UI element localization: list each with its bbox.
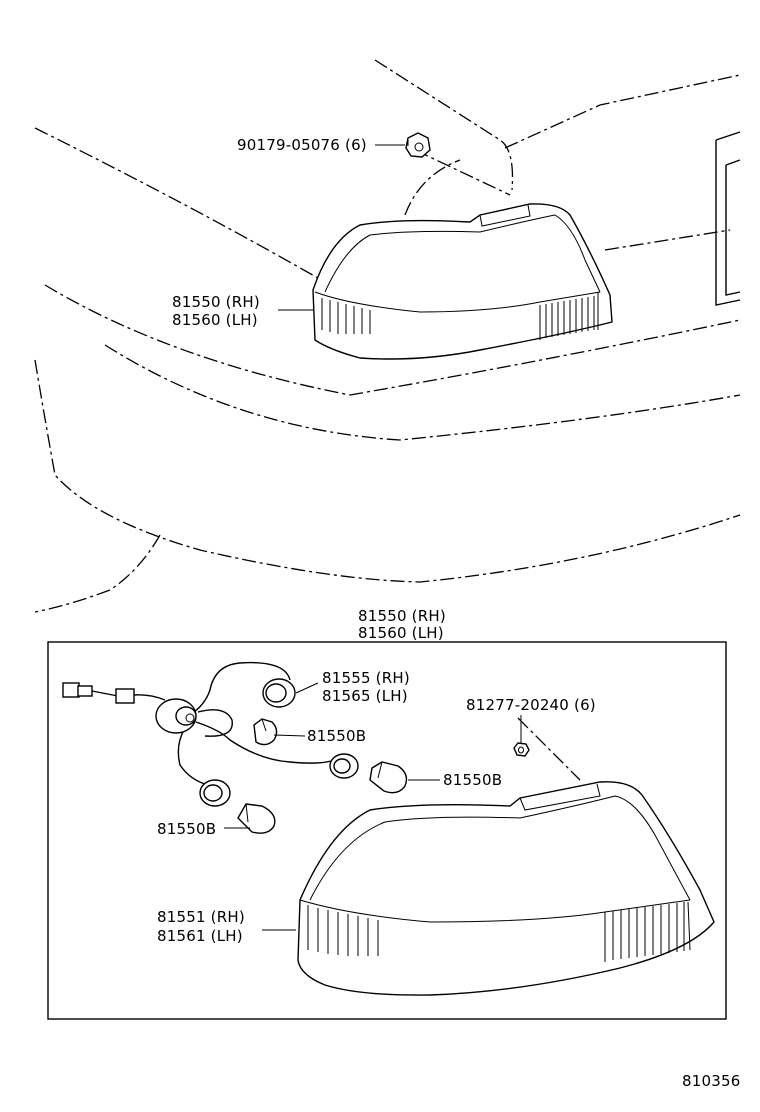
bulb-icon	[253, 718, 278, 746]
socket-rh-label: 81555 (RH)	[322, 669, 410, 687]
exploded-view-frame	[47, 641, 727, 1020]
lower-reflector-hatch	[307, 902, 685, 960]
body-phantom-lines	[34, 59, 741, 781]
lower-lamp-assembly	[297, 781, 715, 996]
bulb-label: 81550B	[307, 727, 367, 745]
socket-lh-label: 81565 (LH)	[322, 687, 408, 705]
clip-icon	[513, 742, 530, 757]
socket-icon	[155, 698, 197, 734]
socket-icon	[329, 753, 359, 779]
bulb-icon	[237, 803, 276, 834]
bulb-label: 81550B	[443, 771, 503, 789]
box-title-lh-label: 81560 (LH)	[358, 624, 444, 642]
nut-part-label: 90179-05076 (6)	[237, 136, 367, 154]
socket-icon	[199, 779, 231, 807]
bulb-label: 81550B	[157, 820, 217, 838]
lens-lh-label: 81561 (LH)	[157, 927, 243, 945]
assembly-rh-label: 81550 (RH)	[172, 293, 260, 311]
upper-lamp-assembly	[312, 203, 613, 360]
lens-rh-label: 81551 (RH)	[157, 908, 245, 926]
assembly-lh-label: 81560 (LH)	[172, 311, 258, 329]
figure-number: 810356	[682, 1072, 741, 1090]
box-title-rh-label: 81550 (RH)	[358, 607, 446, 625]
socket-icon	[262, 678, 296, 708]
clip-part-label: 81277-20240 (6)	[466, 696, 596, 714]
wiring-harness	[62, 661, 336, 786]
upper-reflector-hatch	[321, 296, 595, 338]
bulb-icon	[369, 761, 408, 794]
nut-icon	[405, 132, 431, 158]
trunk-panel	[715, 131, 741, 306]
